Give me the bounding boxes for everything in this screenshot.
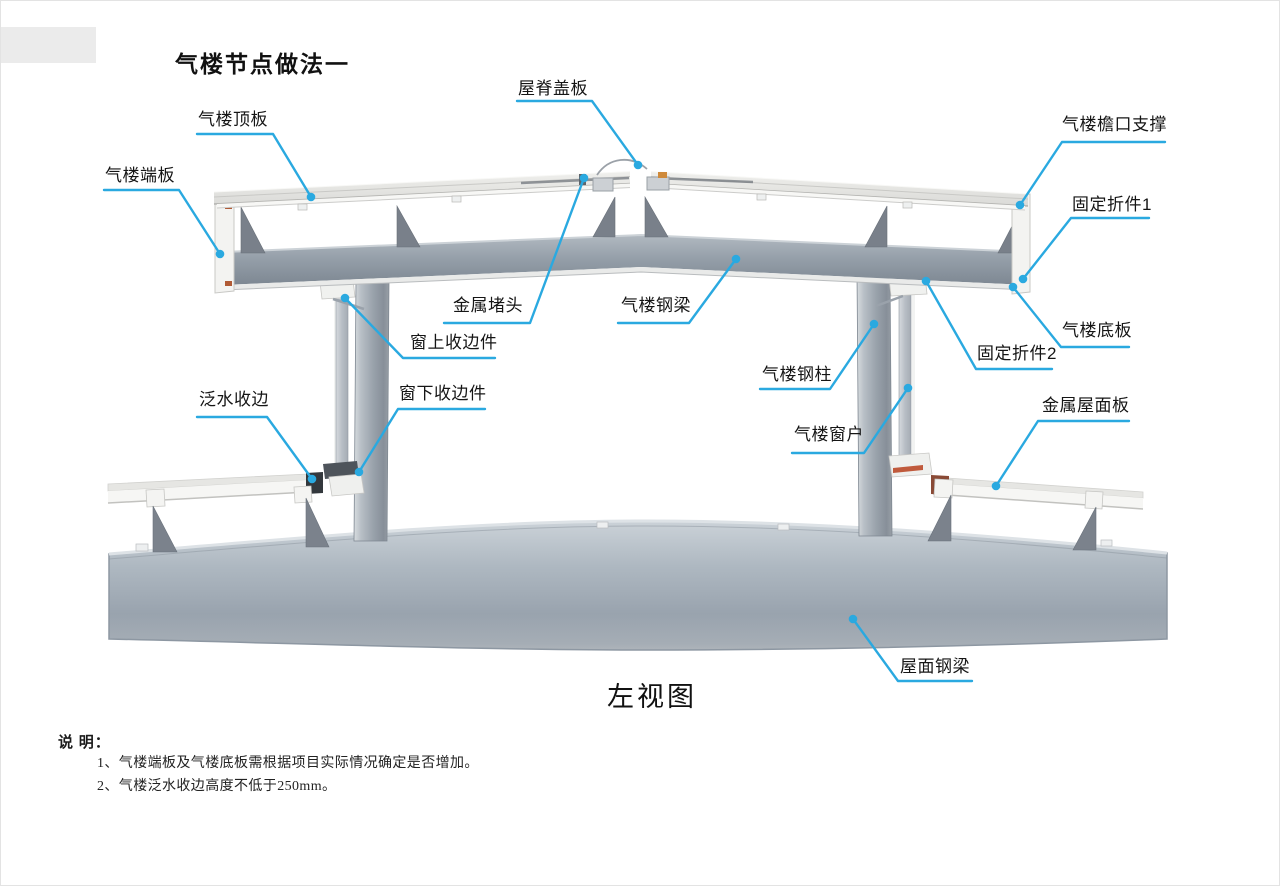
label-monitor-steel-column: 气楼钢柱 — [762, 365, 832, 384]
leader-lines — [102, 99, 1167, 683]
monitor-top-panel-shape — [213, 170, 1029, 211]
leader-monitor-steel-column — [758, 322, 876, 391]
label-fixing-bracket-1: 固定折件1 — [1072, 195, 1152, 214]
monitor-window-left-shape — [334, 298, 349, 465]
leader-window-top-trim — [343, 296, 497, 360]
leader-ridge-cover-plate — [515, 99, 640, 167]
label-flashing-trim: 泛水收边 — [199, 390, 269, 409]
metal-roof-panel-left-shape — [107, 472, 330, 553]
leader-dots — [215, 160, 1028, 624]
window-bottom-trim-right-shape — [888, 452, 933, 478]
label-monitor-window: 气楼窗户 — [794, 425, 864, 444]
leader-monitor-window — [790, 386, 910, 455]
notes-heading: 说 明： — [58, 735, 111, 751]
label-window-bottom-trim: 窗下收边件 — [399, 384, 487, 403]
leader-fixing-bracket-1 — [1021, 216, 1151, 281]
leader-window-bottom-trim — [357, 407, 487, 474]
label-monitor-eave-support: 气楼檐口支撑 — [1062, 115, 1167, 134]
monitor-steel-column-left-shape — [353, 279, 390, 542]
label-monitor-end-panel: 气楼端板 — [105, 166, 175, 185]
label-window-top-trim: 窗上收边件 — [410, 333, 498, 352]
monitor-steel-beam-shape — [222, 233, 1028, 291]
leader-monitor-bottom-panel — [1011, 285, 1131, 349]
label-monitor-steel-beam: 气楼钢梁 — [621, 296, 691, 315]
note-item-2: 2、气楼泛水收边高度不低于250mm。 — [97, 779, 337, 794]
leader-metal-roof-panel — [994, 419, 1131, 488]
label-monitor-bottom-panel: 气楼底板 — [1062, 321, 1132, 340]
label-metal-roof-panel: 金属屋面板 — [1042, 396, 1130, 415]
leader-roof-steel-beam — [851, 617, 974, 683]
leader-metal-end-cap — [442, 176, 586, 325]
monitor-bottom-panel-shape — [223, 267, 1027, 290]
leader-fixing-bracket-2 — [924, 279, 1054, 371]
window-bottom-trim-left-shape — [323, 461, 365, 497]
roof-steel-beam-shape — [108, 519, 1168, 651]
page-title: 气楼节点做法一 — [175, 51, 350, 77]
label-fixing-bracket-2: 固定折件2 — [977, 344, 1057, 363]
leader-flashing-trim — [195, 415, 314, 481]
monitor-steel-column-right-shape — [856, 272, 893, 537]
purlin-clips — [135, 521, 1113, 552]
leader-monitor-eave-support — [1018, 140, 1167, 207]
label-ridge-cover-plate: 屋脊盖板 — [518, 79, 588, 98]
label-roof-steel-beam: 屋面钢梁 — [900, 657, 970, 676]
leader-monitor-top-panel — [195, 132, 313, 199]
view-label: 左视图 — [607, 682, 697, 712]
leader-monitor-end-panel — [102, 188, 222, 256]
note-item-1: 1、气楼端板及气楼底板需根据项目实际情况确定是否增加。 — [97, 756, 479, 771]
ridge-cover-plate-shape — [579, 158, 670, 192]
monitor-window-right-shape — [898, 292, 915, 457]
leader-monitor-steel-beam — [616, 257, 738, 325]
metal-roof-panel-right-shape — [927, 475, 1144, 551]
scan-artifact — [1, 27, 96, 63]
label-metal-end-cap: 金属堵头 — [453, 296, 523, 315]
label-monitor-top-panel: 气楼顶板 — [198, 110, 268, 129]
